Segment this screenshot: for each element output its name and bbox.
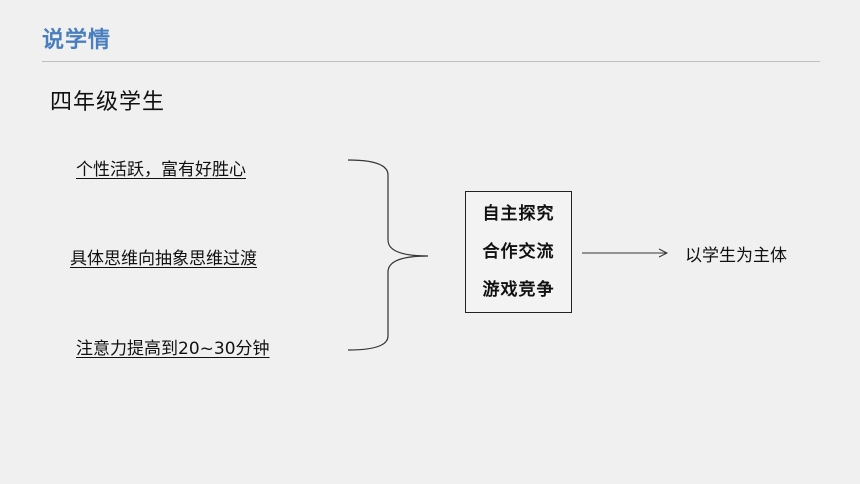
trait-item: 注意力提高到20~30分钟 <box>76 339 270 359</box>
arrow-head <box>658 248 669 258</box>
right-brace <box>347 159 429 351</box>
result-label: 以学生为主体 <box>685 246 787 266</box>
method-item: 游戏竞争 <box>482 280 555 300</box>
trait-item: 具体思维向抽象思维过渡 <box>70 249 257 269</box>
subtitle: 四年级学生 <box>50 90 166 115</box>
methods-box: 自主探究 合作交流 游戏竞争 <box>465 191 572 313</box>
method-item: 合作交流 <box>482 242 555 262</box>
title-divider <box>42 61 820 62</box>
trait-item: 个性活跃，富有好胜心 <box>76 160 246 180</box>
method-item: 自主探究 <box>482 204 555 224</box>
slide-title: 说学情 <box>42 28 112 53</box>
